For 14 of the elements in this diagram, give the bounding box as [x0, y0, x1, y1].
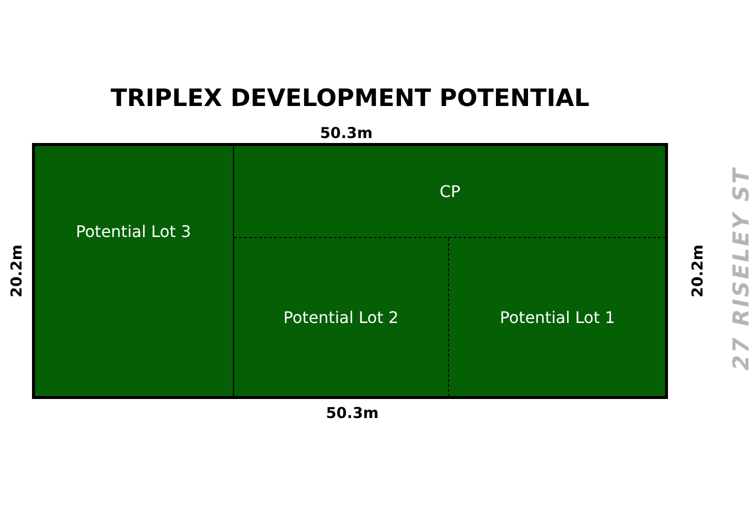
- lot-area: [449, 238, 666, 397]
- title: TRIPLEX DEVELOPMENT POTENTIAL: [110, 84, 590, 112]
- lot-label: CP: [440, 182, 460, 200]
- lot-area: [234, 238, 449, 397]
- dimension-label: 20.2m: [7, 244, 26, 298]
- street-address: 27 RISELEY ST: [729, 166, 750, 370]
- lot-label: Potential Lot 1: [500, 308, 616, 327]
- parking-area: [234, 145, 666, 238]
- dimension-label: 50.3m: [320, 124, 373, 142]
- lot-area: [34, 145, 234, 397]
- dimension-label: 20.2m: [688, 244, 706, 298]
- lot-label: Potential Lot 2: [283, 308, 399, 327]
- dimension-label: 50.3m: [326, 404, 379, 422]
- lot-label: Potential Lot 3: [76, 222, 192, 240]
